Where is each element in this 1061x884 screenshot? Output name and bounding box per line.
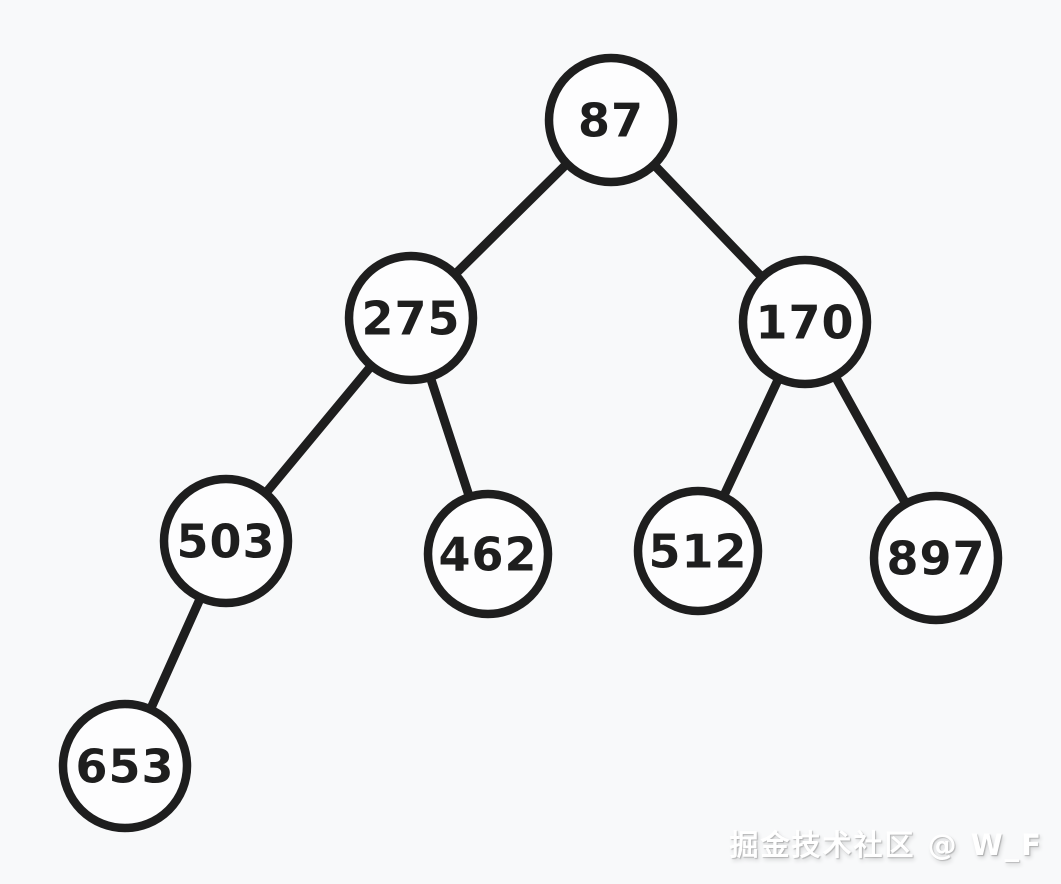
node-label-87: 87 bbox=[578, 94, 644, 148]
edge-275-503 bbox=[260, 360, 377, 499]
tree-node-170: 170 bbox=[738, 255, 872, 389]
watermark-text: 掘金技术社区 @ W_F bbox=[729, 828, 1043, 862]
node-circle-87 bbox=[544, 53, 678, 187]
node-circle-503 bbox=[159, 474, 293, 608]
node-circle-897 bbox=[869, 491, 1003, 625]
tree-node-503: 503 bbox=[159, 474, 293, 608]
edge-87-170 bbox=[648, 159, 768, 283]
tree-node-897: 897 bbox=[869, 491, 1003, 625]
tree-node-512: 512 bbox=[633, 486, 763, 616]
edge-170-897 bbox=[830, 370, 911, 510]
node-circle-462 bbox=[423, 489, 553, 619]
edge-87-275 bbox=[449, 158, 573, 280]
edge-170-512 bbox=[718, 372, 784, 502]
node-label-275: 275 bbox=[361, 292, 460, 346]
node-label-897: 897 bbox=[886, 532, 985, 586]
tree-node-87: 87 bbox=[544, 53, 678, 187]
node-circle-653 bbox=[58, 699, 192, 833]
node-label-503: 503 bbox=[176, 515, 275, 569]
node-circle-275 bbox=[344, 251, 478, 385]
tree-node-462: 462 bbox=[423, 489, 553, 619]
node-label-512: 512 bbox=[648, 525, 747, 579]
edge-503-653 bbox=[145, 592, 206, 715]
node-label-653: 653 bbox=[75, 740, 174, 794]
node-circle-512 bbox=[633, 486, 763, 616]
tree-node-653: 653 bbox=[58, 699, 192, 833]
node-circle-170 bbox=[738, 255, 872, 389]
tree-node-275: 275 bbox=[344, 251, 478, 385]
node-label-462: 462 bbox=[438, 528, 537, 582]
edge-275-462 bbox=[425, 371, 475, 503]
node-label-170: 170 bbox=[755, 296, 854, 350]
